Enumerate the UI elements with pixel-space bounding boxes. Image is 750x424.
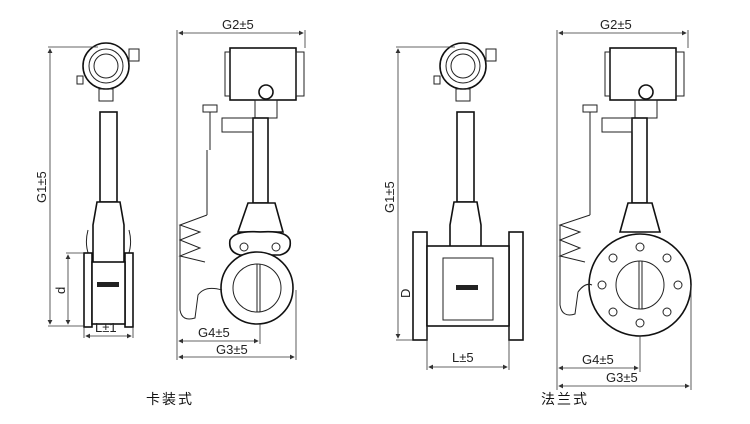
flange-dimensions: G1±5 D L±5 G2±5 G4±5 G3±5 bbox=[382, 17, 692, 390]
clamp-g2-label: G2±5 bbox=[222, 17, 254, 32]
flange-g2-label: G2±5 bbox=[600, 17, 632, 32]
clamp-front-view bbox=[76, 42, 140, 328]
flange-d-label: D bbox=[398, 289, 413, 298]
clamp-g4-label: G4±5 bbox=[198, 325, 230, 340]
flange-side-view bbox=[558, 47, 692, 337]
clamp-type-caption: 卡装式 bbox=[146, 392, 194, 408]
clamp-d-label: d bbox=[53, 287, 68, 294]
flange-front-view bbox=[412, 42, 524, 341]
flange-g3-label: G3±5 bbox=[606, 370, 638, 385]
flange-g4-label: G4±5 bbox=[582, 352, 614, 367]
flange-type-drawing: G1±5 D L±5 G2±5 G4±5 G3±5 bbox=[382, 17, 692, 390]
clamp-side-view bbox=[178, 47, 305, 325]
flange-g1-label: G1±5 bbox=[382, 181, 397, 213]
flange-type-caption: 法兰式 bbox=[541, 392, 589, 408]
flange-l-label: L±5 bbox=[452, 350, 474, 365]
clamp-g3-label: G3±5 bbox=[216, 342, 248, 357]
clamp-type-drawing: G1±5 d L±1 G2±5 G4±5 G3±5 bbox=[34, 17, 306, 360]
clamp-l-label: L±1 bbox=[95, 320, 117, 335]
clamp-g1-label: G1±5 bbox=[34, 171, 49, 203]
clamp-dimensions: G1±5 d L±1 G2±5 G4±5 G3±5 bbox=[34, 17, 306, 360]
